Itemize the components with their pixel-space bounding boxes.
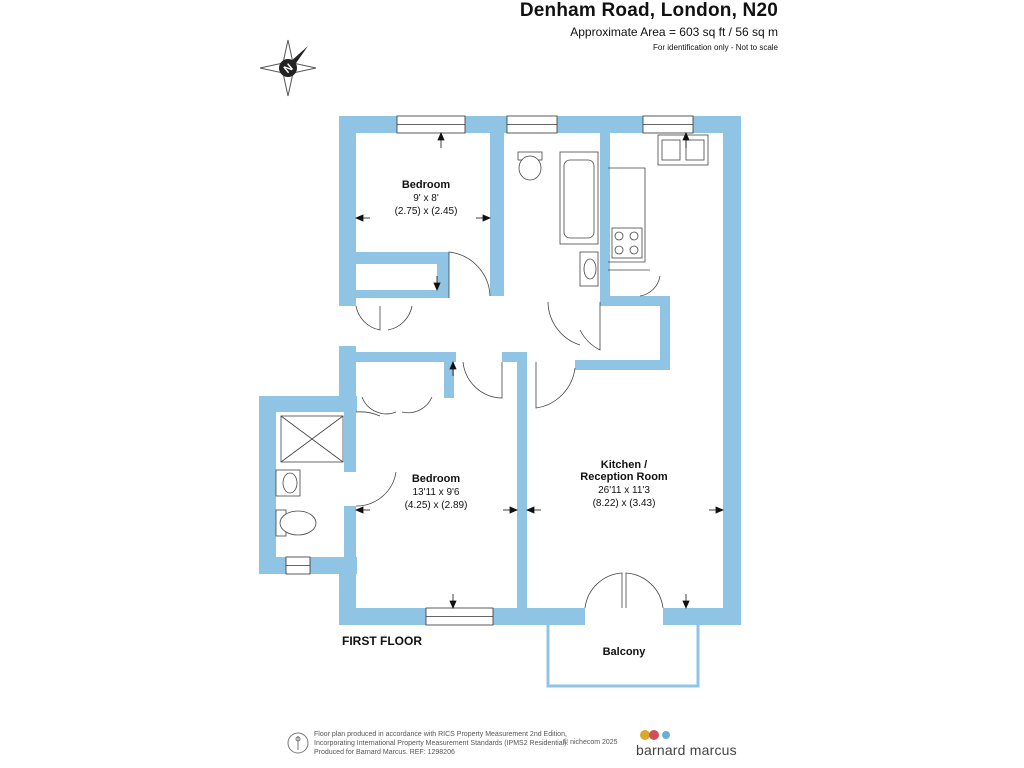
floor-label: FIRST FLOOR — [342, 634, 422, 648]
footer-line2: Incorporating International Property Mea… — [314, 740, 569, 747]
kitchen-name-line2: Reception Room — [580, 471, 668, 483]
kitchen-name-line1: Kitchen / — [601, 459, 647, 471]
balcony — [546, 625, 700, 688]
bedroom1-dim-metric: (2.75) x (2.45) — [395, 206, 458, 217]
bedroom2-name: Bedroom — [412, 473, 461, 485]
balcony-name: Balcony — [603, 646, 647, 658]
footer-line1: Floor plan produced in accordance with R… — [314, 731, 567, 738]
windows — [285, 115, 694, 626]
header: Denham Road, London, N20 Approximate Are… — [520, 0, 778, 52]
room-labels: Bedroom 9' x 8' (2.75) x (2.45) Bedroom … — [342, 179, 668, 658]
bedroom2-dim-metric: (4.25) x (2.89) — [405, 500, 468, 511]
doors — [355, 251, 664, 609]
kitchen-dim-metric: (8.22) x (3.43) — [593, 498, 656, 509]
copyright: © nichecom 2025 — [563, 739, 618, 746]
compass-icon: N — [259, 39, 317, 97]
fixtures — [275, 134, 709, 537]
scale-note: For identification only - Not to scale — [653, 43, 778, 52]
property-title: Denham Road, London, N20 — [519, 0, 778, 21]
measurement-arrows — [354, 131, 725, 610]
bedroom1-name: Bedroom — [402, 179, 451, 191]
footer-text: Floor plan produced in accordance with R… — [314, 730, 568, 757]
bedroom2-dim-imperial: 13'11 x 9'6 — [412, 487, 459, 498]
kitchen-dim-imperial: 26'11 x 11'3 — [598, 485, 650, 496]
bedroom1-dim-imperial: 9' x 8' — [413, 193, 439, 204]
approximate-area: Approximate Area = 603 sq ft / 56 sq m — [570, 25, 778, 39]
walls — [259, 116, 741, 625]
brand-name: barnard marcus — [636, 742, 737, 758]
rics-icon — [287, 732, 309, 754]
brand-logo-icon — [640, 730, 670, 740]
footer-line3: Produced for Barnard Marcus. REF: 129820… — [314, 749, 455, 756]
